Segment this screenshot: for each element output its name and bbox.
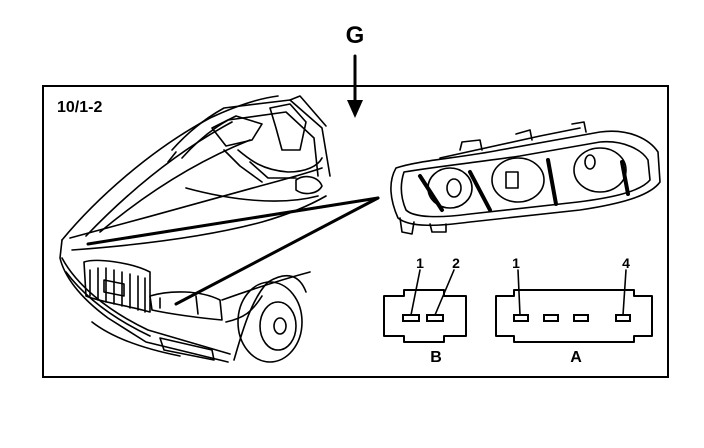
connector-b-pin-1-label: 1 — [416, 255, 424, 271]
connector-a-pin-1-label: 1 — [512, 255, 520, 271]
connector-b-pin-2-terminal — [426, 314, 444, 322]
connector-b-pin-1-terminal — [402, 314, 420, 322]
connector-a-pin-2-terminal — [543, 314, 559, 322]
connector-a-pin-4-label: 4 — [622, 255, 630, 271]
headlamp-dividers — [418, 158, 630, 212]
leader-lines — [86, 196, 380, 306]
view-arrow — [347, 54, 363, 118]
connector-b-letter: B — [430, 349, 442, 366]
reference-code: 10/1-2 — [57, 99, 102, 116]
car-illustration — [59, 95, 331, 363]
connector-a: 1 4 A — [495, 255, 653, 366]
connector-a-pin-1-terminal — [513, 314, 529, 322]
connector-a-pin-4-terminal — [615, 314, 631, 322]
diagram-frame — [42, 85, 669, 378]
connector-b: 1 2 B — [383, 255, 467, 366]
connector-a-letter: A — [570, 349, 582, 366]
headlamp-assembly — [390, 121, 661, 235]
connector-b-pin-2-label: 2 — [452, 255, 460, 271]
view-marker-label: G — [346, 22, 365, 49]
connector-a-pin-3-terminal — [573, 314, 589, 322]
